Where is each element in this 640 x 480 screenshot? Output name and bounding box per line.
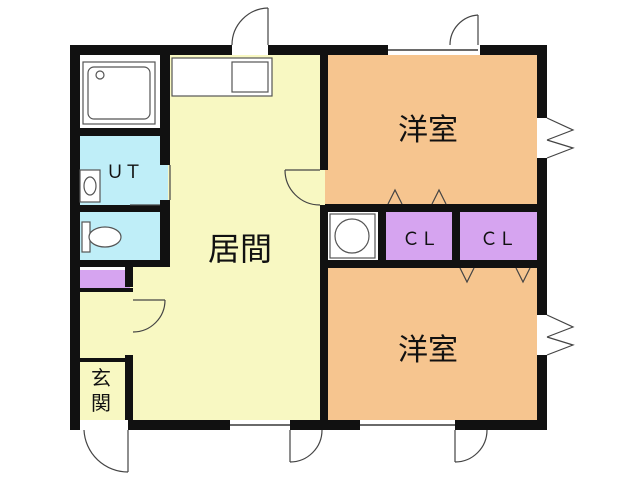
washing-machine-pan — [329, 213, 376, 259]
utility-room-label: ＵＴ — [106, 162, 142, 183]
closet-left-area — [385, 210, 453, 262]
western-room-top-label: 洋室 — [398, 113, 458, 148]
kitchen-sink — [171, 57, 273, 97]
washbasin — [79, 169, 101, 203]
bathtub — [82, 61, 156, 125]
entrance-hall-area — [78, 290, 133, 420]
western-room-bottom-label: 洋室 — [398, 333, 458, 368]
closet-right-area — [458, 210, 538, 262]
doors — [83, 7, 575, 473]
closet-right-label: ＣＬ — [480, 229, 516, 250]
outer-walls — [70, 45, 547, 430]
closet-left-label: ＣＬ — [402, 229, 438, 250]
entrance-label-line2: 関 — [91, 391, 111, 415]
living-room-label: 居間 — [208, 230, 272, 268]
window-lines — [230, 49, 478, 426]
western-room-bottom-area — [325, 265, 542, 420]
interior-walls — [78, 55, 540, 420]
toilet — [81, 221, 122, 253]
entrance-label-line1: 玄 — [91, 366, 111, 390]
western-room-top-area — [325, 55, 542, 207]
shoe-box-area — [78, 270, 130, 290]
